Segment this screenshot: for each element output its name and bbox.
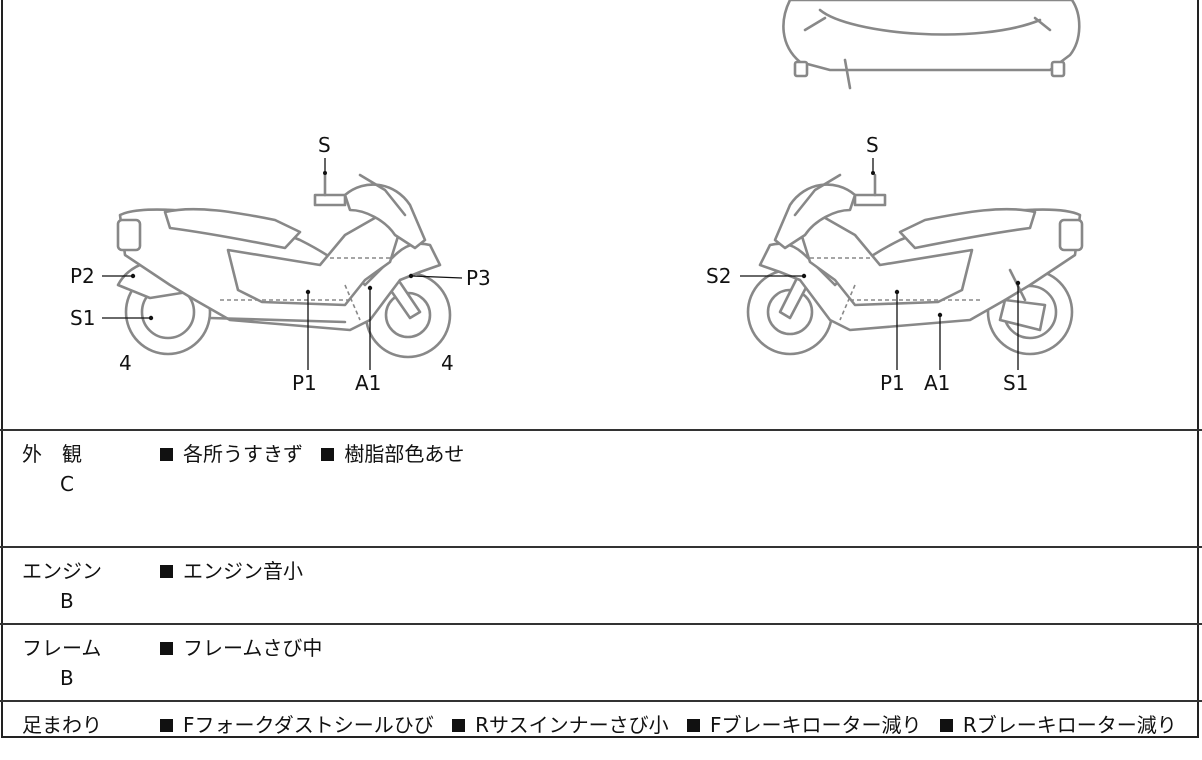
label-p1: P1: [880, 371, 905, 395]
label-s2: S2: [706, 264, 731, 288]
list-item: エンジン音小: [160, 556, 303, 586]
section-frame: フレーム B フレームさび中: [0, 623, 1202, 700]
square-bullet-icon: [686, 719, 700, 732]
section-items: Fフォークダストシールひび Rサスインナーさび小 Fブレーキローター減り Rブレ…: [160, 710, 1192, 740]
scooter-right-view: [746, 173, 1084, 356]
section-name: フレーム: [22, 636, 102, 660]
section-items: エンジン音小: [160, 556, 1192, 586]
list-item: Fブレーキローター減り: [686, 710, 921, 740]
label-p2: P2: [70, 264, 95, 288]
condition-table: 外 観 C 各所うすきず 樹脂部色あせ エンジン B エンジン音小 フレーム B…: [0, 429, 1202, 760]
square-bullet-icon: [160, 565, 173, 578]
square-bullet-icon: [160, 642, 173, 655]
list-item: 各所うすきず: [160, 439, 303, 469]
section-grade: C: [60, 472, 74, 496]
square-bullet-icon: [939, 719, 953, 732]
list-item: Rサスインナーさび小: [452, 710, 669, 740]
square-bullet-icon: [160, 719, 173, 732]
square-bullet-icon: [160, 448, 173, 461]
label-p1: P1: [292, 371, 317, 395]
damage-diagram: S P2 S1 P3 P1 A1 4 4 S S2 P1 A1 S1: [70, 0, 1084, 395]
section-items: フレームさび中: [160, 633, 1192, 663]
section-suspension: 足まわり Fフォークダストシールひび Rサスインナーさび小 Fブレーキローター減…: [0, 700, 1202, 760]
list-item: 樹脂部色あせ: [321, 439, 464, 469]
section-engine: エンジン B エンジン音小: [0, 546, 1202, 623]
left-view-callouts: S P2 S1 P3 P1 A1 4 4: [70, 133, 491, 395]
section-name: 外 観: [22, 442, 82, 466]
list-item: Rブレーキローター減り: [939, 710, 1177, 740]
right-view-callouts: S S2 P1 A1 S1: [706, 133, 1028, 395]
label-rear-4: 4: [119, 351, 132, 375]
section-grade: B: [60, 589, 74, 613]
section-header: エンジン B: [22, 556, 122, 616]
square-bullet-icon: [321, 448, 335, 461]
section-header: 外 観 C: [22, 439, 122, 499]
scooter-left-view: [116, 173, 452, 359]
label-s: S: [318, 133, 331, 157]
scooter-diagrams: S P2 S1 P3 P1 A1 4 4 S S2 P1 A1 S1: [70, 0, 1084, 395]
list-item: フレームさび中: [160, 633, 322, 663]
label-s1: S1: [70, 306, 95, 330]
section-name: 足まわり: [22, 713, 102, 737]
scooter-top-view: [782, 0, 1081, 90]
section-grade: B: [60, 666, 74, 690]
section-header: フレーム B: [22, 633, 122, 693]
label-p3: P3: [466, 266, 491, 290]
label-s: S: [866, 133, 879, 157]
section-items: 各所うすきず 樹脂部色あせ: [160, 439, 1192, 469]
label-front-4: 4: [441, 351, 454, 375]
section-header: 足まわり: [22, 710, 122, 740]
section-name: エンジン: [22, 559, 102, 583]
label-a1: A1: [355, 371, 381, 395]
label-a1: A1: [924, 371, 950, 395]
square-bullet-icon: [452, 719, 466, 732]
label-s1: S1: [1003, 371, 1028, 395]
list-item: Fフォークダストシールひび: [160, 710, 434, 740]
section-exterior: 外 観 C 各所うすきず 樹脂部色あせ: [0, 429, 1202, 546]
